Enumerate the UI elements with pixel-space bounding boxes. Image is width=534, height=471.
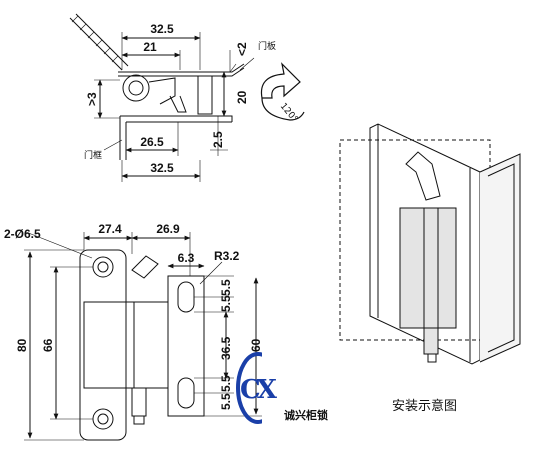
section-view	[69, 13, 255, 182]
knuckle-outer	[122, 74, 150, 102]
slot-bottom	[177, 377, 195, 409]
label-door-panel: 门板	[258, 40, 276, 52]
label-door-frame: 门框	[84, 149, 102, 161]
mount-hole-top	[92, 256, 114, 278]
brand-name: 诚兴柜锁	[284, 408, 328, 422]
install-caption: 安装示意图	[392, 398, 457, 414]
dim-slot-bottom2: 5.5	[219, 393, 233, 410]
dim-plate-thickness: <2	[235, 42, 249, 56]
installed-spring-tab	[405, 151, 441, 201]
installed-hinge	[399, 207, 457, 329]
dim-frame-offset: 2.5	[211, 131, 225, 148]
dim-left-width: 27.4	[98, 222, 122, 236]
left-leaf-plate	[79, 249, 127, 441]
dim-hole-callout: 2-Ø6.5	[4, 227, 41, 241]
install-view	[339, 123, 521, 365]
brand-logo: CX	[236, 350, 282, 426]
right-leaf-plate	[167, 275, 205, 417]
rotation-arrow-icon	[260, 62, 305, 121]
dim-right-width: 26.9	[156, 222, 180, 236]
dim-slot-top: 5.5	[219, 279, 233, 296]
dim-overall-height: 80	[15, 338, 29, 352]
dim-slot-mid: 36.5	[219, 336, 233, 360]
dim-slot-offset: 6.3	[178, 251, 195, 265]
slot-top	[177, 281, 195, 313]
dim-bottom-overall: 32.5	[150, 161, 174, 175]
knuckle-inner	[128, 80, 144, 96]
mount-hole-bottom	[92, 408, 114, 430]
dim-slot-top2: 5.5	[219, 295, 233, 312]
front-view	[24, 231, 262, 441]
dim-top-inner: 21	[143, 40, 157, 54]
dim-left-gap: >3	[85, 92, 99, 106]
door-panel-hatch	[69, 13, 129, 71]
cabinet-side-panel	[479, 153, 521, 363]
dim-top-overall: 32.5	[150, 22, 174, 36]
door-frame-section	[119, 115, 233, 160]
dim-slot-bottom: 5.5	[219, 375, 233, 392]
dim-radius: R3.2	[214, 249, 240, 263]
rotation-angle-label: 120°	[278, 102, 300, 125]
dim-lower-width: 26.5	[140, 135, 164, 149]
spring-tab	[131, 255, 159, 279]
brand-logo-letters: CX	[240, 375, 278, 405]
dim-right-overall: 60	[249, 338, 263, 352]
frame-block	[197, 75, 213, 115]
upper-leaf	[118, 63, 245, 77]
dim-hole-spacing: 66	[41, 338, 55, 352]
dim-right-height: 20	[235, 90, 249, 104]
